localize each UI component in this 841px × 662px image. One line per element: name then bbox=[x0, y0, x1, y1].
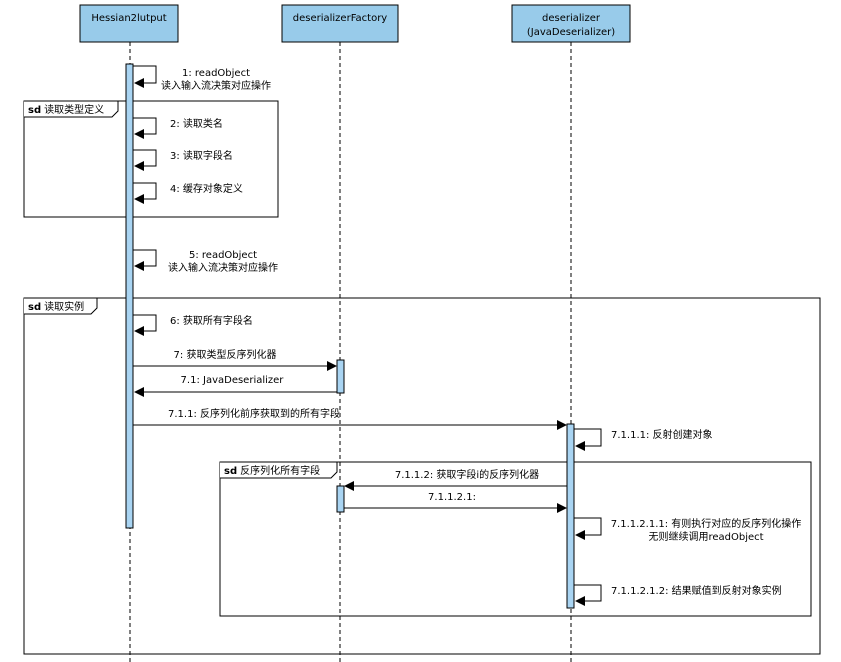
message-1[interactable]: 1: readObject 读入输入流决策对应操作 bbox=[133, 65, 271, 92]
message-label: 7.1: JavaDeserializer bbox=[181, 375, 285, 386]
message-4[interactable]: 4: 缓存对象定义 bbox=[133, 182, 243, 204]
message-label: 7.1.1.2.1.2: 结果赋值到反射对象实例 bbox=[611, 584, 782, 597]
activation-bar-hessian2lutput bbox=[125, 63, 134, 529]
message-label-2: 读入输入流决策对应操作 bbox=[161, 79, 271, 92]
message-label: 7.1.1.2.1.1: 有则执行对应的反序列化操作 bbox=[611, 517, 802, 530]
activation-bar-deserializer bbox=[566, 423, 575, 609]
message-6[interactable]: 6: 获取所有字段名 bbox=[133, 314, 253, 336]
participant-name: deserializerFactory bbox=[293, 13, 388, 24]
message-label: 7.1.1.2: 获取字段i的反序列化器 bbox=[395, 468, 539, 481]
participant-deserializerfactory[interactable]: deserializerFactory bbox=[281, 4, 399, 43]
frame-keyword: sd bbox=[28, 105, 41, 116]
message-7-1-1-2-1-1[interactable]: 7.1.1.2.1.1: 有则执行对应的反序列化操作 无则继续调用readObj… bbox=[574, 517, 801, 543]
message-label: 3: 读取字段名 bbox=[170, 149, 233, 162]
message-label-2: 读入输入流决策对应操作 bbox=[168, 261, 278, 274]
activation-bar-deserializerfactory bbox=[336, 359, 345, 394]
message-label: 5: readObject bbox=[189, 250, 257, 261]
participant-name: deserializer bbox=[542, 13, 601, 24]
message-label: 2: 读取类名 bbox=[170, 117, 223, 130]
message-label: 1: readObject bbox=[182, 68, 250, 79]
message-label: 4: 缓存对象定义 bbox=[170, 182, 243, 195]
message-label: 7.1.1: 反序列化前序获取到的所有字段 bbox=[168, 407, 340, 420]
message-7-1-1-2-1-2[interactable]: 7.1.1.2.1.2: 结果赋值到反射对象实例 bbox=[574, 584, 782, 606]
message-label: 7.1.1.1: 反射创建对象 bbox=[611, 428, 713, 441]
participant-hessian2lutput[interactable]: Hessian2lutput bbox=[79, 4, 179, 43]
message-7-1-1-2-1[interactable]: 7.1.1.2.1: bbox=[344, 492, 567, 513]
message-label: 6: 获取所有字段名 bbox=[170, 314, 253, 327]
frame-keyword: sd bbox=[224, 466, 237, 477]
activation-bar-deserializerfactory-2 bbox=[336, 485, 345, 513]
message-5[interactable]: 5: readObject 读入输入流决策对应操作 bbox=[133, 249, 278, 274]
frame-label: 反序列化所有字段 bbox=[240, 464, 320, 477]
message-label: 7: 获取类型反序列化器 bbox=[174, 348, 277, 361]
message-7-1[interactable]: 7.1: JavaDeserializer bbox=[134, 375, 337, 397]
message-7-1-1[interactable]: 7.1.1: 反序列化前序获取到的所有字段 bbox=[133, 407, 567, 430]
message-7-1-1-2[interactable]: 7.1.1.2: 获取字段i的反序列化器 bbox=[344, 468, 567, 491]
frame-label: 读取实例 bbox=[44, 300, 84, 313]
participant-deserializer[interactable]: deserializer (JavaDeserializer) bbox=[511, 4, 631, 43]
message-7[interactable]: 7: 获取类型反序列化器 bbox=[133, 348, 337, 371]
message-7-1-1-1[interactable]: 7.1.1.1: 反射创建对象 bbox=[574, 428, 713, 451]
message-3[interactable]: 3: 读取字段名 bbox=[133, 149, 233, 171]
message-2[interactable]: 2: 读取类名 bbox=[133, 117, 223, 139]
frame-label: 读取类型定义 bbox=[44, 103, 104, 116]
frame-keyword: sd bbox=[28, 302, 41, 313]
message-label-2: 无则继续调用readObject bbox=[648, 530, 763, 543]
participant-subtitle: (JavaDeserializer) bbox=[527, 27, 615, 38]
participant-name: Hessian2lutput bbox=[91, 13, 166, 24]
message-label: 7.1.1.2.1: bbox=[428, 492, 476, 503]
